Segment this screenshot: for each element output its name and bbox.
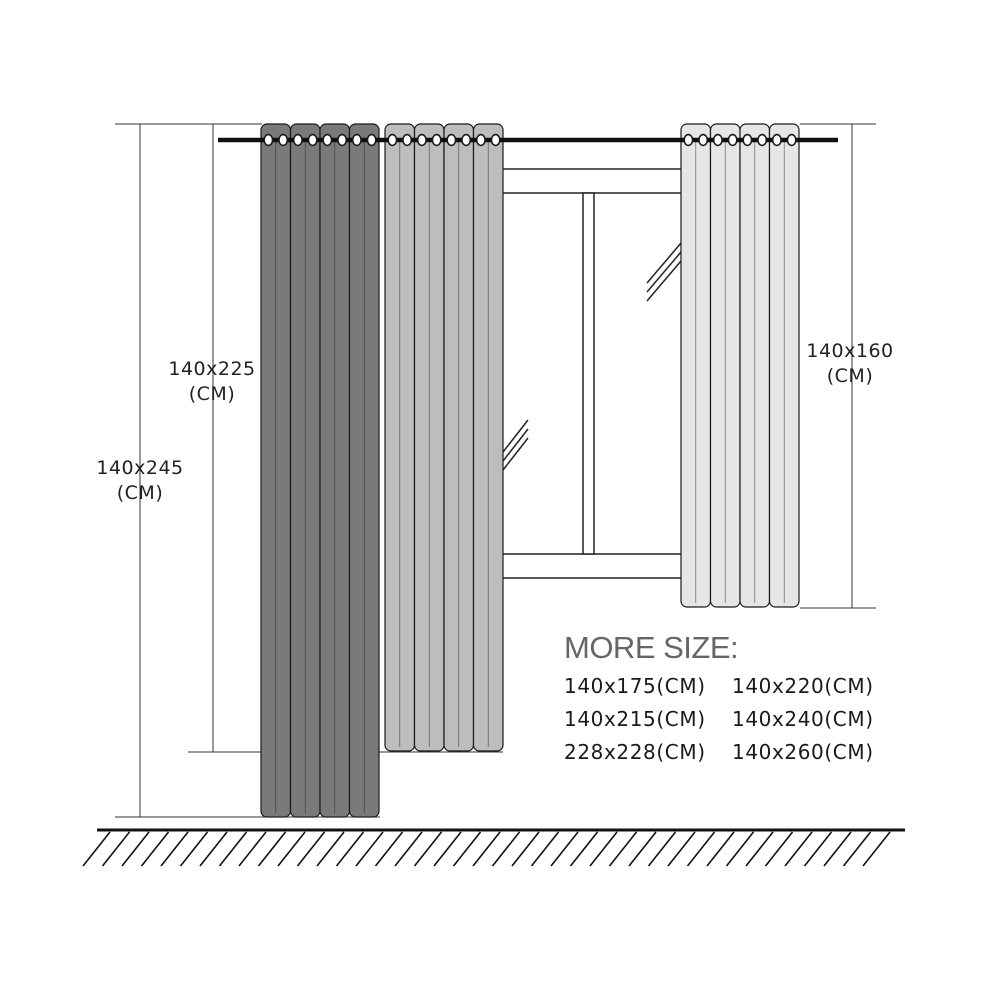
- grommet-ring: [337, 133, 348, 147]
- grommet-ring: [712, 133, 723, 147]
- grommet-ring: [416, 133, 427, 147]
- floor-hatch-mark: [472, 831, 501, 867]
- floor-hatch-mark: [218, 831, 248, 867]
- floor-hatch-mark: [764, 831, 794, 867]
- floor-hatch-mark: [238, 831, 267, 867]
- size-option: 140x215(CM): [564, 707, 706, 731]
- light-grey-curtain-panel: [384, 123, 504, 752]
- grommet-ring: [757, 133, 768, 147]
- short-curtain-size: 140x160: [806, 340, 894, 362]
- size-option: 140x220(CM): [732, 674, 874, 698]
- floor-hatch-mark: [647, 831, 677, 867]
- grommet-ring: [263, 133, 274, 147]
- floor-hatch-mark: [725, 831, 755, 867]
- grommet-ring: [475, 133, 486, 147]
- grommet-ring: [307, 133, 318, 147]
- floor-hatch-mark: [82, 831, 111, 867]
- grommet-ring: [771, 133, 782, 147]
- grommet-ring: [402, 133, 413, 147]
- floor-hatch-mark: [277, 831, 306, 867]
- grommet-ring: [351, 133, 362, 147]
- floor-hatch-mark: [121, 831, 150, 867]
- size-option: 140x175(CM): [564, 674, 706, 698]
- grommet-ring: [742, 133, 753, 147]
- grommet-ring: [366, 133, 377, 147]
- floor-hatch-mark: [550, 831, 579, 867]
- floor-hatch-mark: [784, 831, 813, 867]
- floor-hatch-mark: [530, 831, 560, 867]
- grommet-ring: [387, 133, 398, 147]
- floor-hatch-mark: [355, 831, 384, 867]
- floor-hatch-mark: [628, 831, 657, 867]
- more-size-title: MORE SIZE:: [564, 630, 739, 665]
- window-top-rail: [499, 168, 683, 194]
- grommet-ring: [786, 133, 797, 147]
- floor-hatch-mark: [706, 831, 735, 867]
- short-curtain-unit: (CM): [826, 365, 874, 387]
- floor-hatch-mark: [452, 831, 482, 867]
- grommet-ring: [431, 133, 442, 147]
- floor-hatch-mark: [842, 831, 872, 867]
- grommet-rings: [263, 133, 797, 147]
- grommet-ring: [292, 133, 303, 147]
- white-curtain-panel: [680, 123, 800, 608]
- size-option: 140x240(CM): [732, 707, 874, 731]
- floor-hatch-mark: [160, 831, 189, 867]
- floor-hatch-mark: [296, 831, 326, 867]
- window-bottom-rail: [499, 553, 683, 579]
- grommet-ring: [490, 133, 501, 147]
- floor-hatch-mark: [257, 831, 287, 867]
- grommet-ring: [727, 133, 738, 147]
- more-size-list: 140x175(CM) 140x220(CM) 140x215(CM) 140x…: [564, 674, 984, 764]
- size-option: 228x228(CM): [564, 740, 706, 764]
- floor-hatch-mark: [862, 831, 891, 867]
- grommet-ring: [322, 133, 333, 147]
- floor-hatch-mark: [589, 831, 618, 867]
- floor-hatch-mark: [140, 831, 170, 867]
- short-curtain-size-label: 140x160 (CM): [798, 339, 902, 389]
- floor-hatch-mark: [491, 831, 521, 867]
- grommet-ring: [461, 133, 472, 147]
- floor-hatch-mark: [433, 831, 462, 867]
- floor-hatch-mark: [745, 831, 774, 867]
- more-size-section: MORE SIZE: 140x175(CM) 140x220(CM) 140x2…: [564, 630, 984, 764]
- long-curtain-size: 140x245: [96, 457, 184, 479]
- floor-hatch-mark: [316, 831, 345, 867]
- glass-reflection-marks: [502, 242, 682, 471]
- floor-hatch-mark: [823, 831, 852, 867]
- floor-hatch-mark: [335, 831, 365, 867]
- grommet-ring: [278, 133, 289, 147]
- floor-hatch-mark: [101, 831, 131, 867]
- window-frame: [499, 168, 683, 579]
- floor-hatching: [82, 831, 891, 867]
- floor-hatch-mark: [394, 831, 423, 867]
- floor-hatch-mark: [413, 831, 443, 867]
- dark-grey-curtain-panel: [260, 123, 380, 818]
- floor-hatch-mark: [511, 831, 540, 867]
- grommet-ring: [698, 133, 709, 147]
- floor-hatch-mark: [608, 831, 638, 867]
- medium-curtain-size-label: 140x225 (CM): [160, 357, 264, 407]
- floor-hatch-mark: [569, 831, 599, 867]
- floor-hatch-mark: [199, 831, 228, 867]
- floor-hatch-mark: [667, 831, 696, 867]
- floor-hatch-mark: [374, 831, 404, 867]
- window-mullion: [582, 192, 595, 555]
- grommet-ring: [683, 133, 694, 147]
- floor-hatch-mark: [803, 831, 833, 867]
- grommet-ring: [446, 133, 457, 147]
- floor-hatch-mark: [179, 831, 209, 867]
- long-curtain-size-label: 140x245 (CM): [88, 456, 192, 506]
- long-curtain-unit: (CM): [116, 482, 164, 504]
- medium-curtain-unit: (CM): [188, 383, 236, 405]
- size-option: 140x260(CM): [732, 740, 874, 764]
- medium-curtain-size: 140x225: [168, 358, 256, 380]
- floor-hatch-mark: [686, 831, 716, 867]
